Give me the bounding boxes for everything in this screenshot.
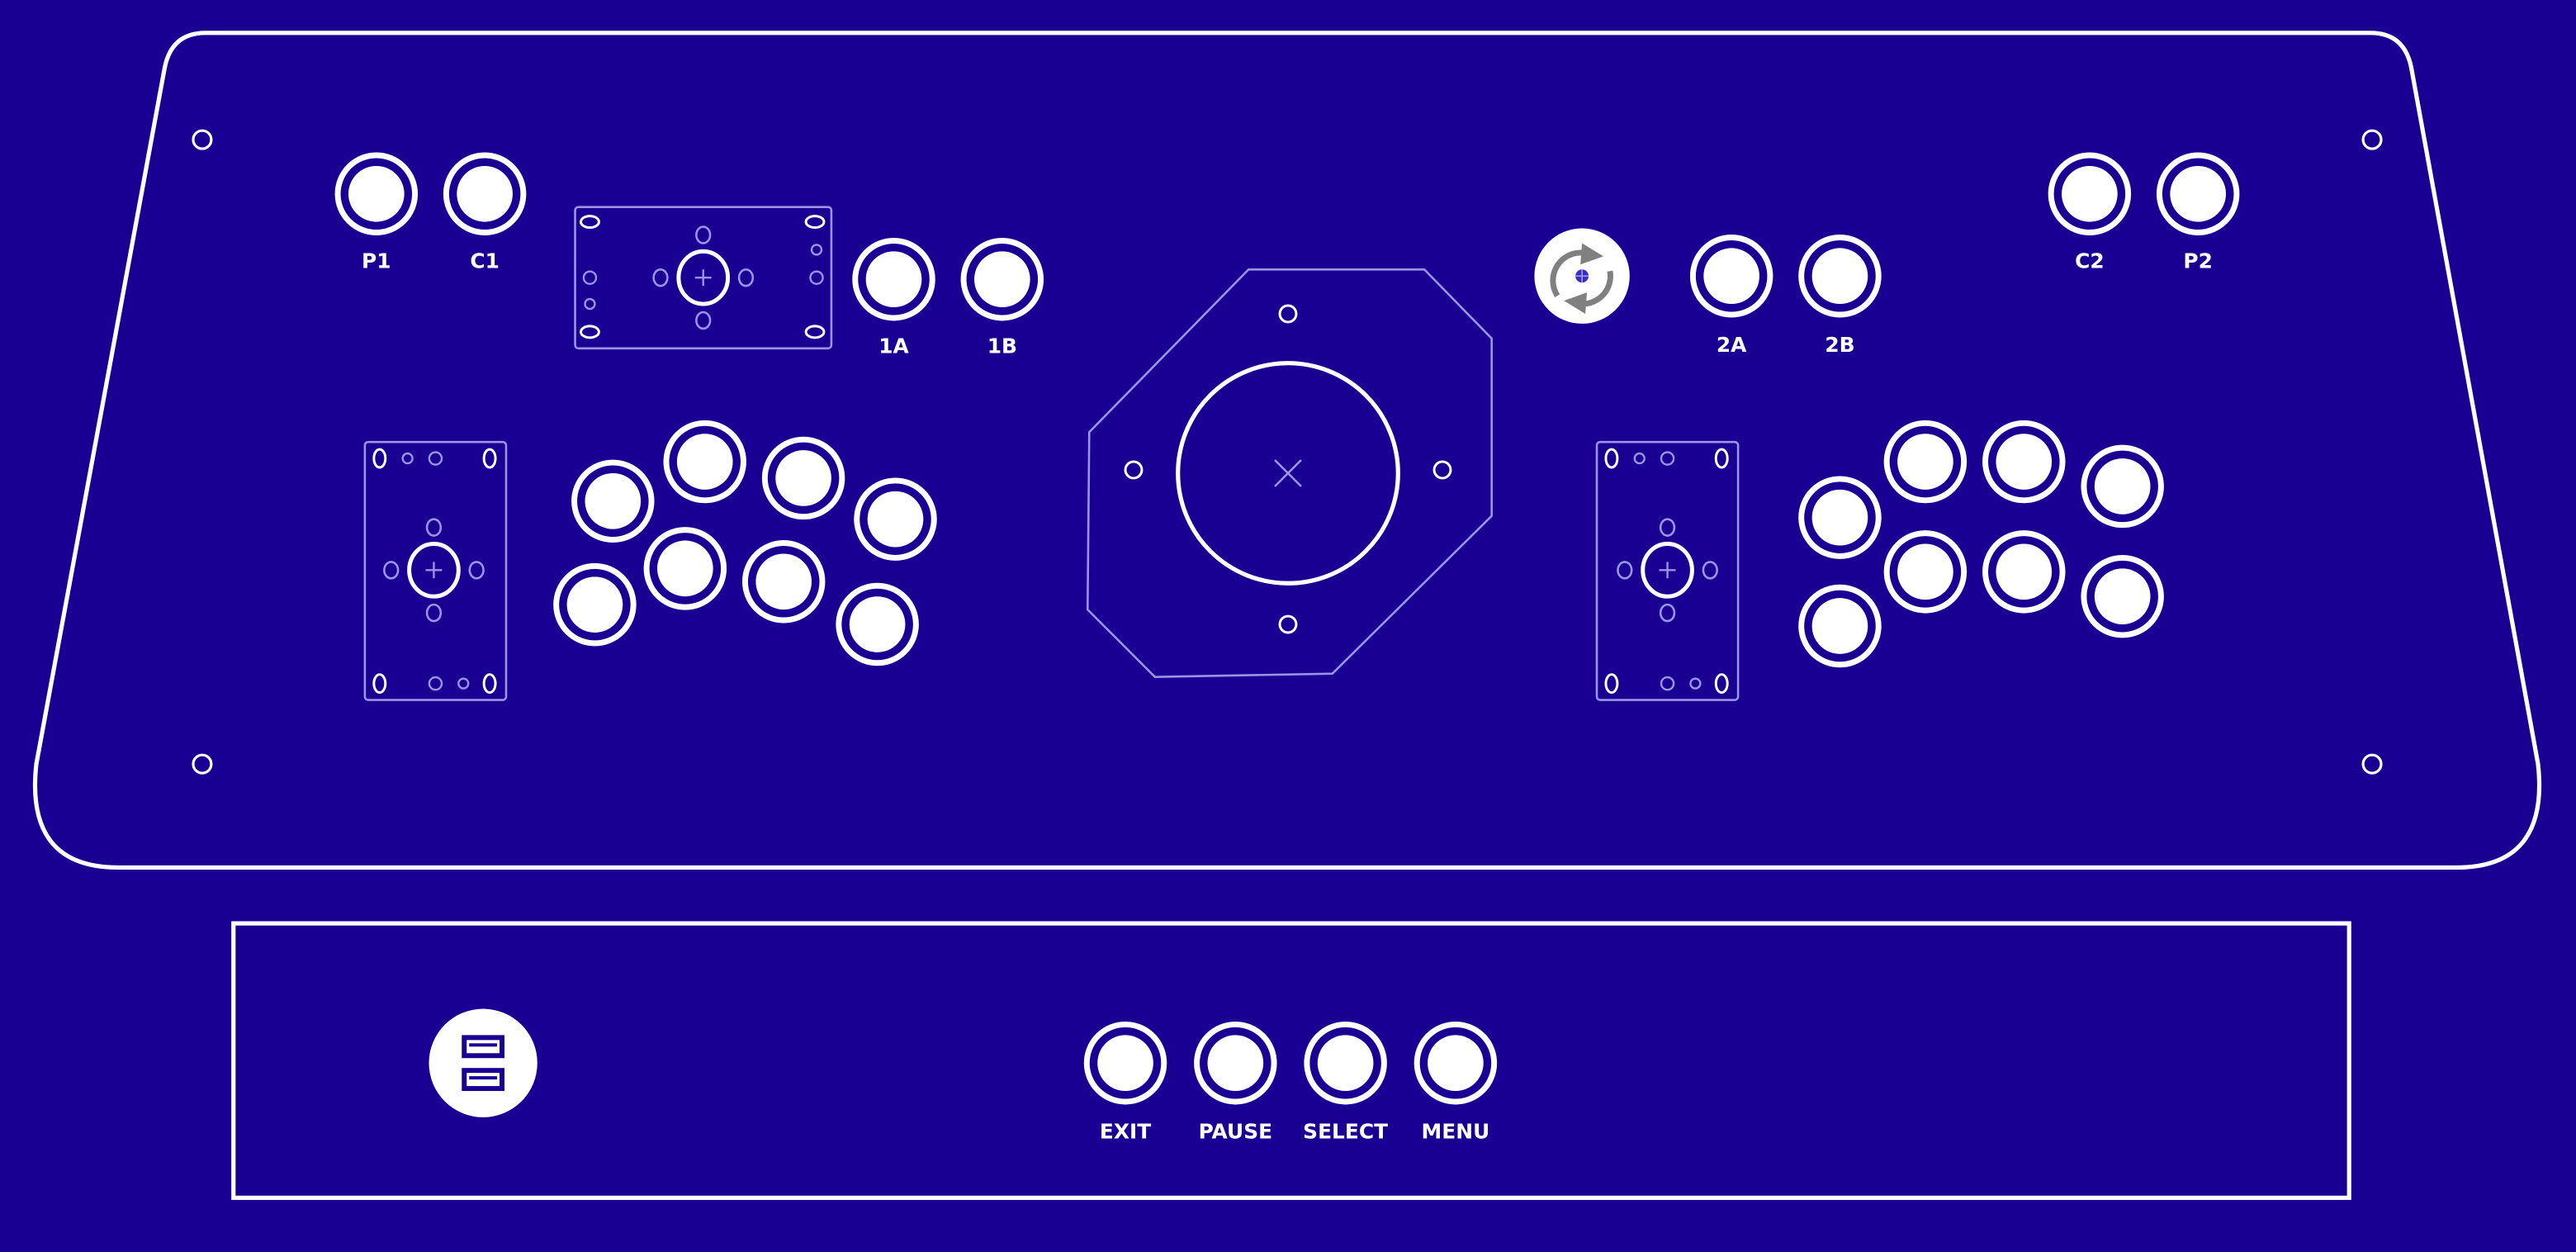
joystick-ring[interactable] xyxy=(676,249,731,306)
joystick-plate-player2 xyxy=(1595,440,1740,701)
exit-button-label: EXIT xyxy=(1100,1120,1151,1144)
c1-button-label: C1 xyxy=(470,249,500,273)
c2-button-label: C2 xyxy=(2075,249,2105,273)
2a-button[interactable]: 2A xyxy=(1689,235,1773,357)
player1-action-button[interactable] xyxy=(854,477,937,561)
bottom-panel-outline xyxy=(231,921,2351,1200)
crosshair-icon xyxy=(1659,562,1676,579)
joystick-ring[interactable] xyxy=(1641,542,1694,599)
1b-button-label: 1B xyxy=(987,334,1017,358)
crosshair-icon xyxy=(425,562,443,579)
select-button-label: SELECT xyxy=(1303,1120,1388,1144)
player2-action-button[interactable] xyxy=(2081,444,2164,529)
trackball[interactable] xyxy=(1176,361,1400,586)
player2-action-button[interactable] xyxy=(2081,554,2164,638)
player2-action-button[interactable] xyxy=(1982,420,2066,504)
player1-action-button[interactable] xyxy=(643,527,727,610)
player1-action-button[interactable] xyxy=(761,436,845,520)
player2-action-button[interactable] xyxy=(1982,530,2066,614)
menu-button-label: MENU xyxy=(1422,1120,1490,1144)
player2-action-button[interactable] xyxy=(1798,584,1882,668)
1a-button-label: 1A xyxy=(878,334,909,358)
player1-action-button[interactable] xyxy=(663,420,746,504)
screw-hole xyxy=(192,753,213,775)
player2-action-button[interactable] xyxy=(1798,476,1882,559)
player1-action-button[interactable] xyxy=(571,459,655,543)
player2-action-button[interactable] xyxy=(1883,420,1968,504)
player1-action-button[interactable] xyxy=(741,540,826,624)
rotate-icon[interactable] xyxy=(1534,228,1630,324)
2b-button[interactable]: 2B xyxy=(1798,235,1882,357)
select-button[interactable]: SELECT xyxy=(1303,1021,1388,1144)
c2-button[interactable]: C2 xyxy=(2048,152,2132,273)
player2-action-button[interactable] xyxy=(1883,530,1968,614)
2b-button-label: 2B xyxy=(1825,333,1854,357)
trackball-cross-icon xyxy=(1274,459,1302,487)
crosshair-icon xyxy=(694,269,712,287)
joystick-plate-top-left xyxy=(574,206,833,350)
panel-outline xyxy=(32,31,2542,870)
menu-button[interactable]: MENU xyxy=(1413,1021,1498,1144)
exit-button[interactable]: EXIT xyxy=(1083,1021,1167,1144)
p1-button-label: P1 xyxy=(362,249,391,273)
joystick-plate-player1 xyxy=(363,440,508,701)
joystick-ring[interactable] xyxy=(407,542,461,599)
1a-button[interactable]: 1A xyxy=(852,237,935,358)
screw-hole xyxy=(2361,753,2383,775)
1b-button[interactable]: 1B xyxy=(960,237,1044,358)
pause-button-label: PAUSE xyxy=(1199,1120,1272,1144)
usb-ports-icon[interactable] xyxy=(429,1008,537,1117)
player1-action-button[interactable] xyxy=(553,562,637,647)
p1-button[interactable]: P1 xyxy=(334,152,419,273)
screw-hole xyxy=(2361,129,2383,150)
c1-button[interactable]: C1 xyxy=(443,152,527,273)
trackball-plate xyxy=(1086,268,1493,678)
screw-hole xyxy=(192,129,213,150)
p2-button-label: P2 xyxy=(2183,249,2213,273)
p2-button[interactable]: P2 xyxy=(2156,152,2240,273)
2a-button-label: 2A xyxy=(1717,333,1747,357)
pause-button[interactable]: PAUSE xyxy=(1194,1021,1277,1144)
player1-action-button[interactable] xyxy=(836,582,919,666)
